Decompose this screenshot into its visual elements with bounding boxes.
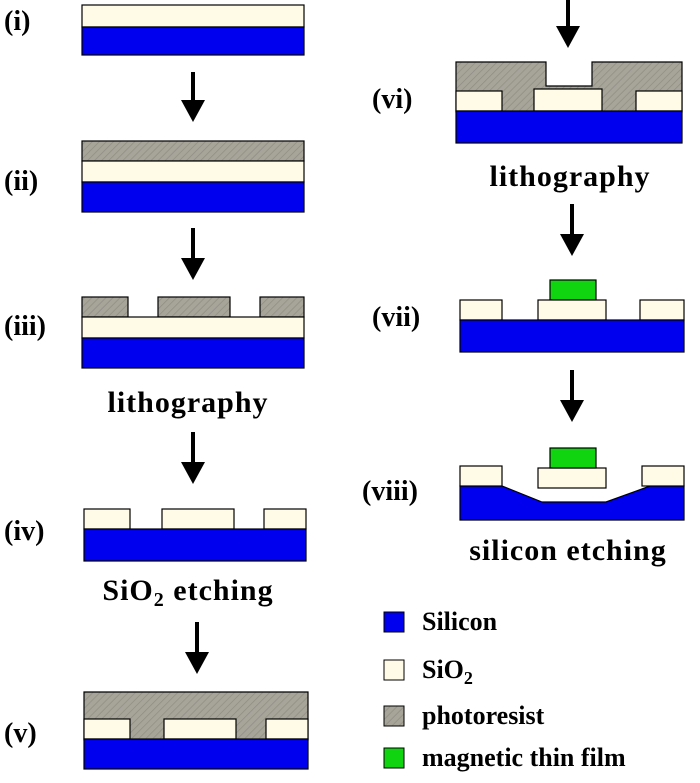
step-iii: (iii) <box>4 296 305 369</box>
step-label-vii: (vii) <box>372 302 420 333</box>
step-label-ii: (ii) <box>4 166 38 197</box>
sio2-pattern <box>265 718 309 740</box>
arrow-down-icon <box>560 370 584 422</box>
legend-item-silicon: Silicon <box>383 607 498 636</box>
arrow-down-icon <box>181 228 205 280</box>
step-label-i: (i) <box>4 6 30 37</box>
arrow-down-icon <box>560 204 584 256</box>
magnetic-film-pattern <box>549 279 597 301</box>
sio2-pattern <box>537 299 607 321</box>
legend: Silicon SiO2 photoresist magnetic thin f… <box>383 607 626 772</box>
step-iv: (iv) <box>4 508 307 562</box>
legend-item-sio2: SiO2 <box>383 655 473 688</box>
sio2-swatch <box>383 659 405 681</box>
step-v: (v) <box>4 691 309 770</box>
legend-label-sio2: SiO2 <box>422 655 473 688</box>
legend-label-magnetic: magnetic thin film <box>422 743 626 772</box>
photoresist-layer <box>81 140 305 162</box>
magnetic-film-pattern <box>549 447 597 469</box>
legend-label-photoresist: photoresist <box>422 701 545 730</box>
caption-lithography-2: lithography <box>489 160 650 193</box>
etched-silicon-substrate <box>459 485 685 521</box>
step-label-viii: (viii) <box>362 476 418 507</box>
step-vi: (vi) <box>372 61 683 144</box>
sio2-pattern <box>459 299 503 321</box>
step-label-v: (v) <box>4 718 37 749</box>
suspended-sio2-bridge <box>537 467 607 489</box>
sio2-pattern <box>83 718 131 740</box>
caption-silicon-etching: silicon etching <box>469 534 667 567</box>
sio2-pattern <box>639 299 685 321</box>
silicon-substrate <box>83 528 307 562</box>
arrow-down-icon <box>181 72 205 122</box>
step-vii: (vii) <box>372 279 685 353</box>
photoresist-pattern <box>81 296 129 318</box>
arrow-down-icon <box>181 432 205 484</box>
photoresist-pattern <box>259 296 305 318</box>
step-viii: (viii) <box>362 447 685 521</box>
legend-item-magnetic: magnetic thin film <box>383 743 626 772</box>
legend-item-photoresist: photoresist <box>383 701 545 730</box>
sio2-pattern <box>161 508 235 530</box>
sio2-pattern <box>163 718 237 740</box>
sio2-pattern <box>635 90 683 112</box>
magnetic-swatch <box>383 747 405 769</box>
sio2-layer <box>81 316 305 339</box>
silicon-substrate <box>455 110 683 144</box>
arrow-down-icon <box>556 0 580 48</box>
step-label-vi: (vi) <box>372 84 412 115</box>
silicon-substrate <box>81 26 305 56</box>
sio2-layer <box>81 160 305 183</box>
step-i: (i) <box>4 4 305 56</box>
caption-sio2-etching: SiO2 etching <box>102 574 273 611</box>
sio2-pattern <box>455 90 503 112</box>
step-label-iii: (iii) <box>4 311 46 342</box>
photoresist-swatch <box>383 705 405 727</box>
step-label-iv: (iv) <box>4 516 44 547</box>
sio2-pattern <box>83 508 131 530</box>
sio2-layer <box>81 4 305 28</box>
silicon-substrate <box>83 738 309 770</box>
photoresist-pattern <box>157 296 231 318</box>
caption-lithography-1: lithography <box>107 386 268 419</box>
silicon-swatch <box>383 611 405 633</box>
arrow-down-icon <box>185 622 209 674</box>
silicon-substrate <box>459 319 685 353</box>
sio2-pattern <box>459 465 503 487</box>
legend-label-silicon: Silicon <box>422 607 498 636</box>
sio2-pattern <box>533 88 603 112</box>
step-ii: (ii) <box>4 140 305 213</box>
sio2-pattern <box>263 508 307 530</box>
silicon-substrate <box>81 337 305 369</box>
silicon-substrate <box>81 181 305 213</box>
sio2-pattern <box>641 465 685 487</box>
